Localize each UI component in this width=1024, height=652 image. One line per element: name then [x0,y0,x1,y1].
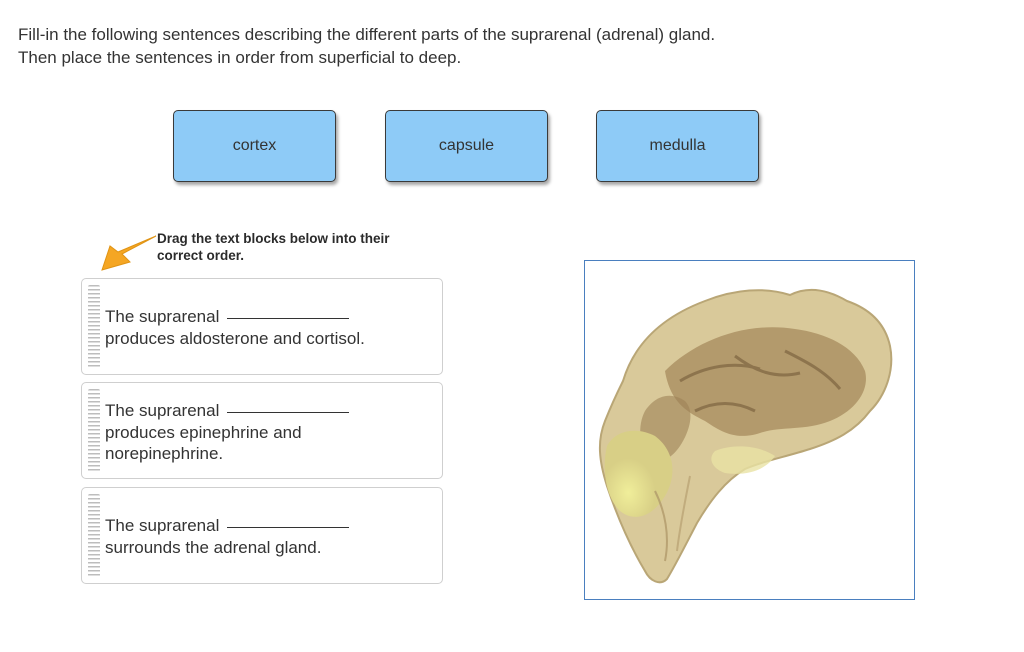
arrow-icon [101,235,157,271]
drag-hint-line-2: correct order. [157,248,245,263]
sentence-rest: surrounds the adrenal gland. [105,537,322,557]
instructions-line-2: Then place the sentences in order from s… [18,48,462,67]
word-tile-medulla[interactable]: medulla [596,110,759,182]
word-tile-cortex[interactable]: cortex [173,110,336,182]
sentence-block-1[interactable]: The suprarenal produces aldosterone and … [81,278,443,375]
answer-blank[interactable] [227,318,350,319]
instructions-line-1: Fill-in the following sentences describi… [18,25,716,44]
drag-handle[interactable] [88,285,100,368]
sentence-block-2[interactable]: The suprarenal produces epinephrine and … [81,382,443,479]
sentence-text: The suprarenal surrounds the adrenal gla… [105,515,434,558]
sentence-prefix: The suprarenal [105,307,220,326]
word-bank: cortex capsule medulla [0,110,1024,184]
sentence-text: The suprarenal produces epinephrine and … [105,400,434,465]
adrenal-gland-image [584,260,915,600]
answer-blank[interactable] [227,412,350,413]
word-tile-capsule[interactable]: capsule [385,110,548,182]
sentence-rest: produces aldosterone and cortisol. [105,328,365,348]
answer-blank[interactable] [227,527,350,528]
sentence-block-3[interactable]: The suprarenal surrounds the adrenal gla… [81,487,443,584]
drag-hint-text: Drag the text blocks below into their co… [157,230,427,264]
sentence-prefix: The suprarenal [105,516,220,535]
sentence-prefix: The suprarenal [105,401,220,420]
adrenal-gland-section-illustration [598,288,893,584]
drag-handle[interactable] [88,494,100,577]
sentence-rest: produces epinephrine and [105,422,302,442]
drag-handle[interactable] [88,389,100,472]
drag-hint-line-1: Drag the text blocks below into their [157,231,390,246]
sentence-text: The suprarenal produces aldosterone and … [105,306,434,349]
sentence-rest: norepinephrine. [105,444,224,463]
drag-hint: Drag the text blocks below into their co… [100,226,430,272]
instructions: Fill-in the following sentences describi… [18,23,715,69]
